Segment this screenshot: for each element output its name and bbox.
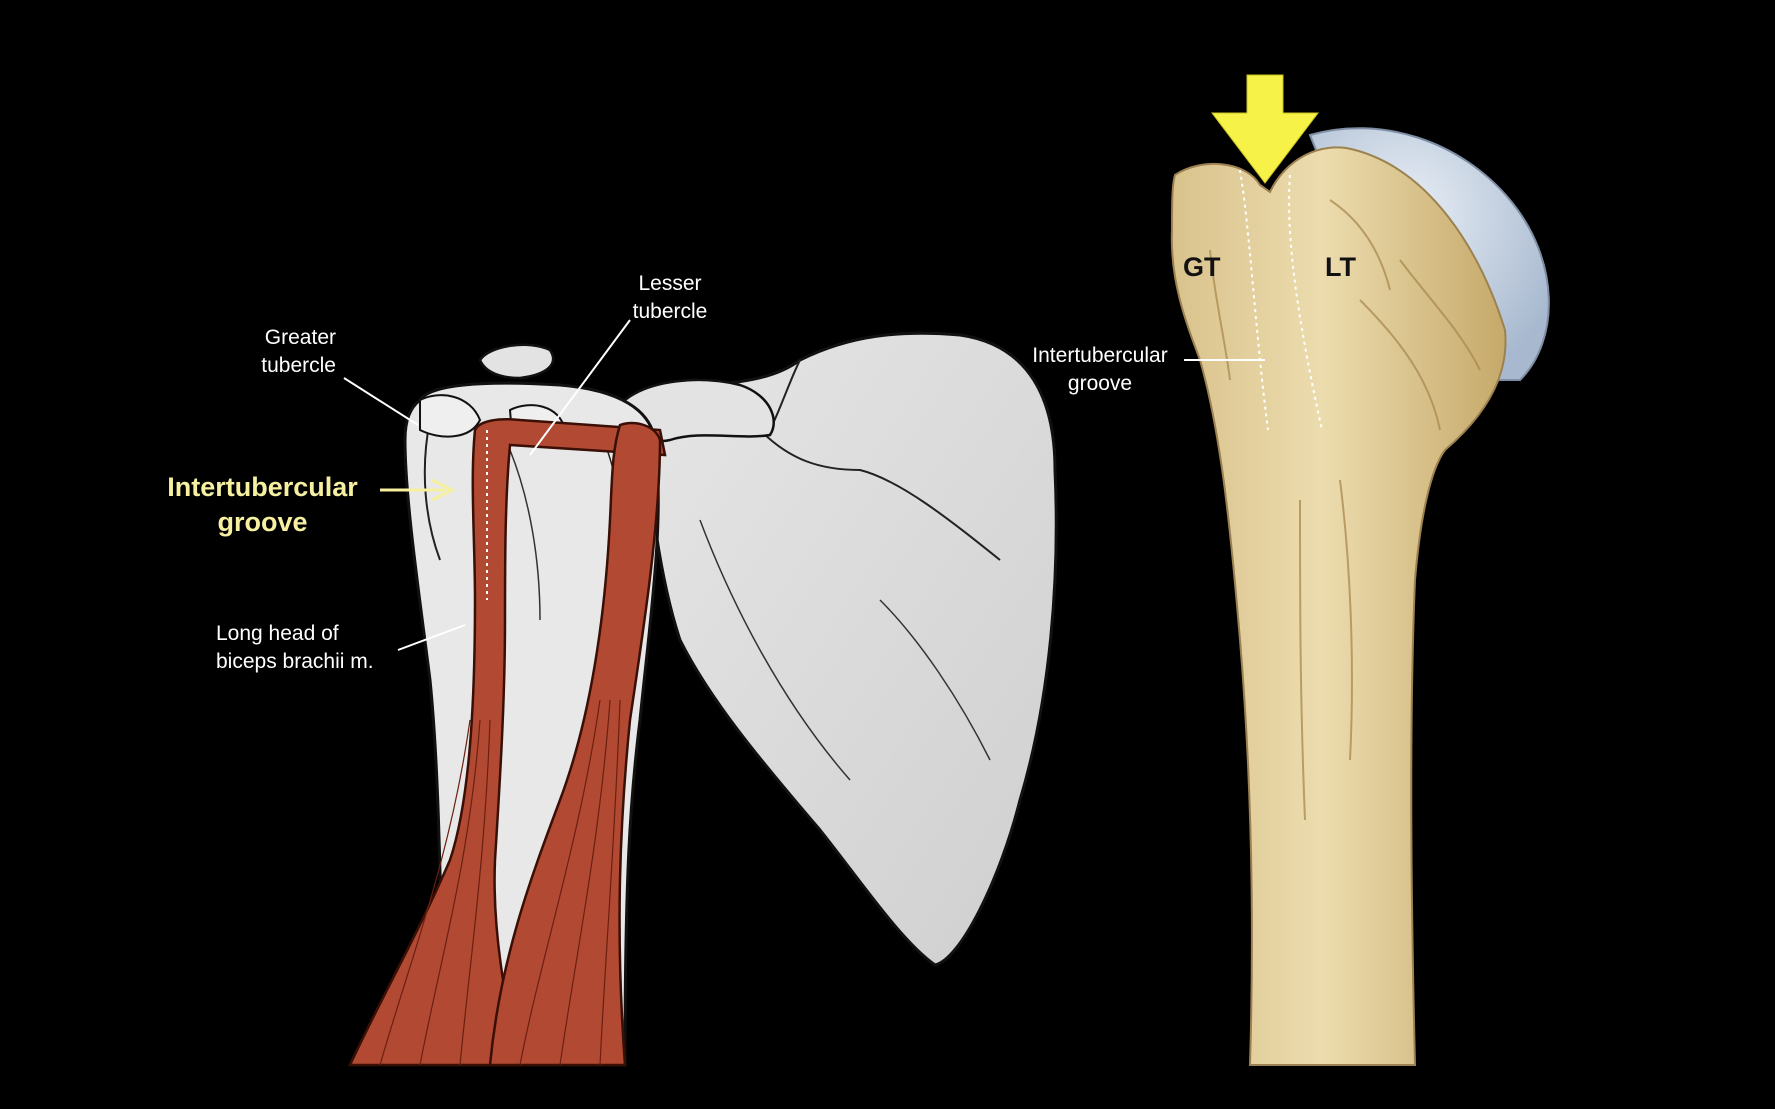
scapula	[638, 331, 1058, 967]
label-lt: LT	[1325, 252, 1356, 282]
label-long-head-biceps: Long head of biceps brachii m.	[216, 622, 374, 673]
label-gt: GT	[1183, 252, 1221, 282]
label-greater-tubercle: Greater tubercle	[261, 326, 336, 377]
label-intertubercular-groove-right: Intertubercular groove	[1032, 344, 1168, 395]
label-lesser-tubercle: Lesser tubercle	[632, 272, 708, 323]
label-intertubercular-groove-highlight: Intertubercular groove	[167, 472, 358, 537]
left-shoulder-illustration	[343, 319, 1058, 1067]
right-humerus-illustration	[1170, 74, 1550, 1066]
biceps-short-head	[488, 421, 662, 1067]
groove-arrow-icon	[1210, 74, 1320, 184]
humerus-right	[1170, 146, 1507, 1066]
